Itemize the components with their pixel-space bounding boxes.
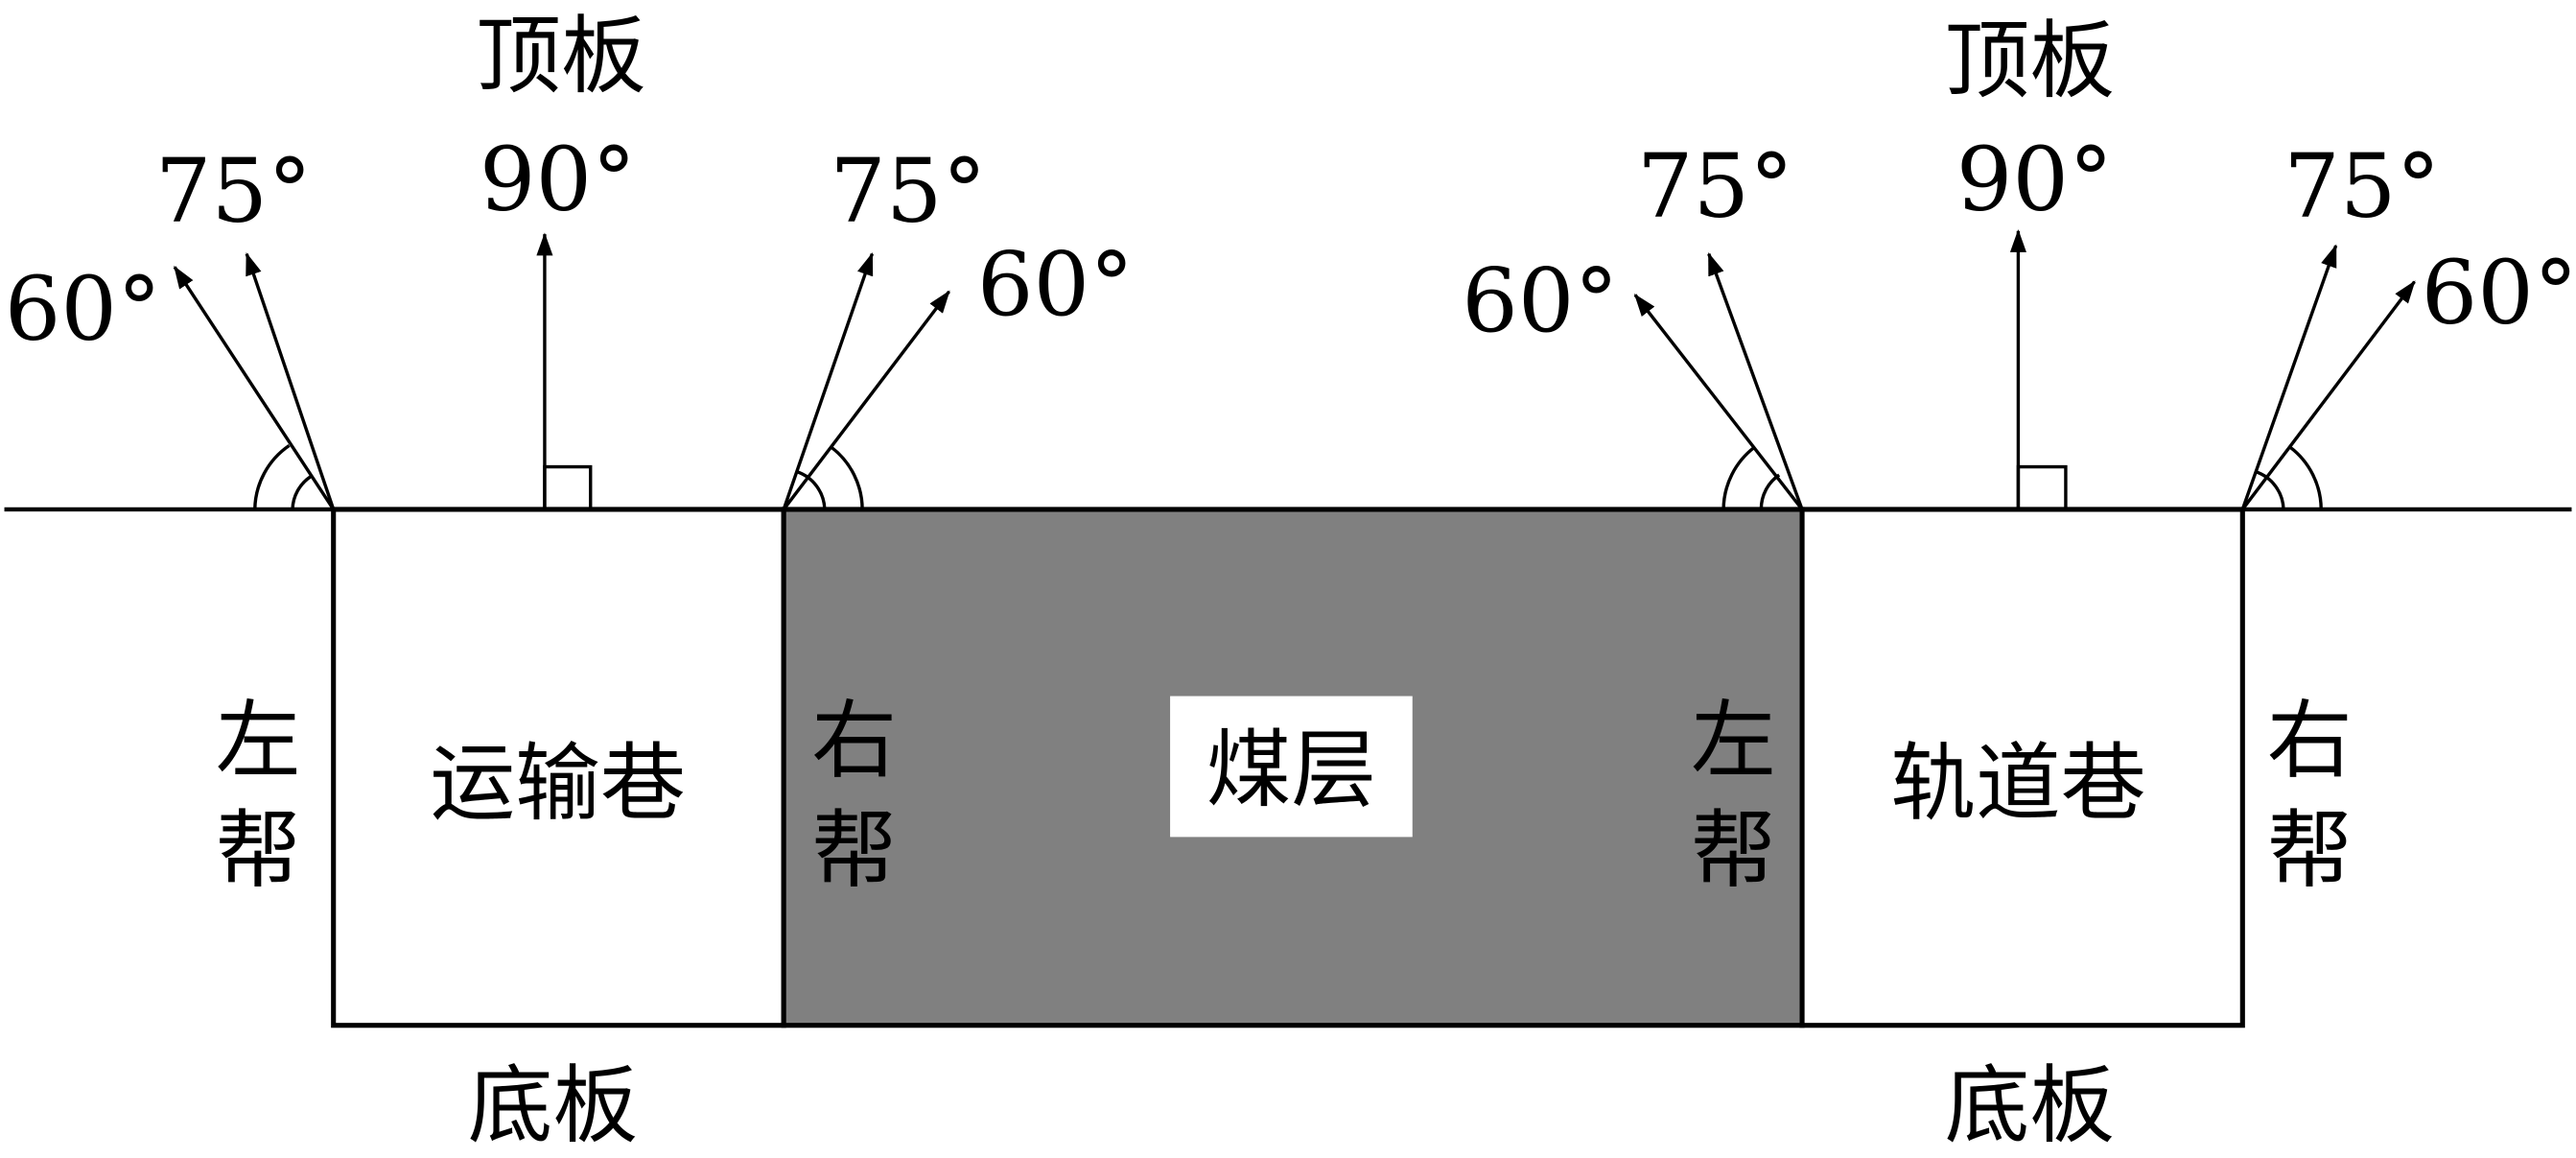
right-roadway-right-angle-75: 75° bbox=[2283, 133, 2440, 237]
right-roadway-left-wall-1: 左 bbox=[1691, 691, 1776, 790]
right-roadway-left-angle-60: 60° bbox=[1462, 248, 1618, 352]
right-floor-label: 底板 bbox=[1945, 1056, 2116, 1155]
right-roadway-left-angle-75: 75° bbox=[1637, 133, 1793, 237]
left-roof-angle-90: 90° bbox=[480, 128, 636, 231]
right-roadway-right-wall-2: 帮 bbox=[2267, 801, 2353, 900]
right-wall-angle-60: 60° bbox=[977, 232, 1134, 336]
coal-seam-label-bg bbox=[1170, 696, 1413, 838]
left-roadway-right-wall-1: 右 bbox=[811, 691, 897, 790]
left-roadway-left-wall-1: 左 bbox=[216, 691, 301, 790]
left-roadway-left-wall-2: 帮 bbox=[216, 801, 301, 900]
left-roadway-box bbox=[331, 507, 786, 1028]
left-roadway-right-wall-2: 帮 bbox=[811, 801, 897, 900]
right-roadway-right-angle-60: 60° bbox=[2422, 240, 2576, 343]
coal-seam-label: 煤层 bbox=[1206, 721, 1377, 819]
left-roadway-name: 运输巷 bbox=[430, 734, 685, 833]
right-roof-label: 顶板 bbox=[1945, 12, 2116, 110]
right-roadway-right-wall-1: 右 bbox=[2267, 691, 2353, 790]
left-wall-angle-75: 75° bbox=[155, 138, 312, 242]
left-wall-angle-60: 60° bbox=[5, 256, 161, 360]
left-floor-label: 底板 bbox=[468, 1056, 639, 1155]
right-wall-angle-75: 75° bbox=[830, 138, 986, 242]
left-roof-label: 顶板 bbox=[476, 7, 646, 106]
right-roadway-name: 轨道巷 bbox=[1890, 734, 2145, 833]
right-roof-angle-90: 90° bbox=[1956, 128, 2113, 231]
right-roadway-left-wall-2: 帮 bbox=[1691, 801, 1776, 900]
right-roadway-drill-arrows bbox=[1633, 229, 2416, 511]
left-roadway-drill-arrows bbox=[173, 232, 950, 511]
